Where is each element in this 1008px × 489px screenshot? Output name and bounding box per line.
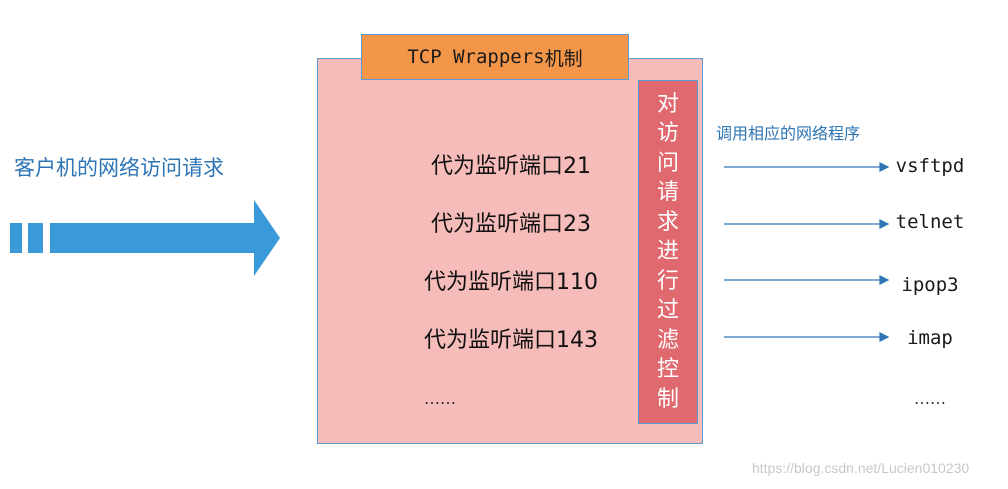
arrowhead-icon: [879, 219, 890, 229]
filter-char: 问: [656, 150, 679, 176]
arrow-dash-2: [28, 223, 43, 253]
ports-ellipsis: ……: [424, 389, 456, 408]
arrowhead-icon: [879, 275, 890, 285]
filter-char: 求: [656, 209, 679, 235]
filter-char: 行: [656, 268, 679, 294]
port-row-23: 代为监听端口23: [431, 212, 591, 237]
port-row-143: 代为监听端口143: [424, 328, 598, 353]
title-prefix: TCP Wrappers: [407, 46, 545, 68]
service-telnet: telnet: [895, 211, 965, 233]
filter-char: 对: [656, 91, 679, 117]
port-row-110: 代为监听端口110: [424, 270, 598, 295]
filter-char: 控: [656, 357, 679, 383]
arrow-body: [50, 200, 280, 276]
filter-char: 滤: [656, 327, 679, 353]
watermark-text: https://blog.csdn.net/Lucien010230: [752, 460, 970, 476]
arrow-dash-1: [10, 223, 22, 253]
port-row-21: 代为监听端口21: [431, 154, 591, 179]
arrowhead-icon: [879, 332, 890, 342]
filter-char: 过: [656, 298, 679, 324]
client-request-label: 客户机的网络访问请求: [14, 156, 224, 180]
filter-char: 请: [656, 180, 679, 206]
filter-char: 进: [656, 239, 679, 265]
service-vsftpd: vsftpd: [895, 155, 965, 177]
connector-arrows: [724, 162, 890, 342]
request-arrow-icon: [10, 200, 280, 276]
call-program-label: 调用相应的网络程序: [716, 124, 861, 143]
service-ipop3: ipop3: [901, 274, 959, 296]
service-imap: imap: [907, 327, 953, 349]
filter-char: 访: [656, 121, 679, 147]
services-ellipsis: ……: [914, 389, 946, 408]
arrowhead-icon: [879, 162, 890, 172]
filter-char: 制: [656, 386, 679, 412]
filter-control-box: 对 访 问 请 求 进 行 过 滤 控 制: [638, 80, 698, 424]
title-suffix: 机制: [544, 47, 583, 70]
